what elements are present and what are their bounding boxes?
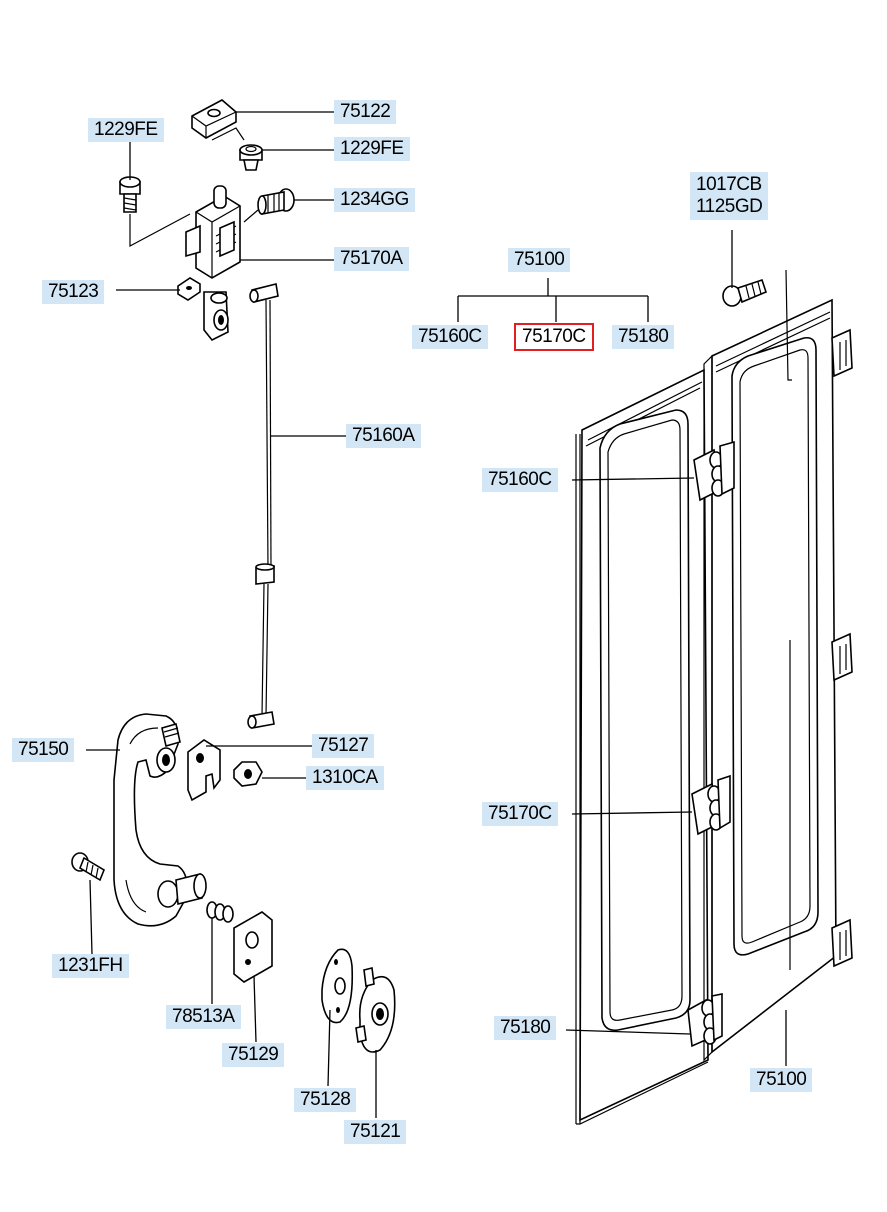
screw-1229FE-left[interactable] [119, 176, 141, 213]
hinge-75180[interactable] [687, 993, 723, 1048]
bracket-75127[interactable] [187, 739, 221, 802]
label-75180[interactable]: 75180 [494, 1016, 557, 1040]
leader-75160C [571, 477, 695, 481]
label-1125GD: 1125GD [696, 196, 763, 217]
dash-line-door [785, 269, 792, 970]
door-left[interactable] [575, 368, 709, 1125]
clip-75123[interactable] [177, 277, 201, 301]
hinge-right-top [831, 328, 853, 378]
leader-1231FH [89, 879, 93, 955]
label-1229FE-left[interactable]: 1229FE [88, 118, 164, 142]
dash-line-1 [211, 127, 245, 141]
hinge-75170C[interactable] [691, 774, 731, 836]
bolt-1017CB[interactable] [722, 278, 767, 307]
clip-75122[interactable] [191, 99, 237, 139]
label-75100-bottom[interactable]: 75100 [750, 1068, 813, 1092]
gasket-75128[interactable] [321, 948, 354, 1024]
door-right[interactable] [703, 298, 837, 1062]
label-75121[interactable]: 75121 [344, 1120, 407, 1144]
label-75150[interactable]: 75150 [12, 738, 75, 762]
hinge-right-mid [831, 632, 853, 682]
label-75160C[interactable]: 75160C [482, 468, 558, 492]
label-75160C-group[interactable]: 75160C [412, 325, 488, 349]
hinge-75160C[interactable] [693, 440, 735, 502]
leader-75170C [571, 811, 693, 815]
base-75121[interactable] [355, 967, 396, 1053]
label-75170A[interactable]: 75170A [334, 247, 409, 271]
label-1234GG[interactable]: 1234GG [334, 188, 415, 212]
rod-75160A[interactable] [247, 283, 279, 729]
lock-75170A[interactable] [185, 185, 241, 342]
label-75127[interactable]: 75127 [312, 734, 375, 758]
label-1017CB-1125GD[interactable]: 1017CB 1125GD [690, 172, 769, 220]
label-1231FH[interactable]: 1231FH [52, 954, 129, 978]
screw-1229FE-upper[interactable] [239, 144, 263, 171]
spring-78513A[interactable] [206, 901, 234, 923]
leader-75180 [565, 1029, 691, 1035]
label-78513A[interactable]: 78513A [166, 1005, 241, 1029]
plate-75129[interactable] [233, 911, 273, 983]
label-1017CB: 1017CB [696, 174, 762, 195]
hinge-right-bottom [831, 918, 853, 968]
label-75122[interactable]: 75122 [334, 100, 397, 124]
leader-75128 [327, 1009, 331, 1087]
label-75170C-group-highlighted[interactable]: 75170C [514, 323, 594, 351]
nut-1310CA[interactable] [233, 761, 263, 787]
label-75100-group[interactable]: 75100 [508, 248, 571, 272]
screw-1231FH[interactable] [71, 852, 105, 882]
label-75160A[interactable]: 75160A [346, 424, 421, 448]
label-1310CA[interactable]: 1310CA [306, 766, 384, 790]
dash-line-3 [243, 209, 259, 223]
screw-1234GG[interactable] [257, 188, 295, 215]
label-1229FE-right[interactable]: 1229FE [334, 137, 410, 161]
label-75128[interactable]: 75128 [294, 1088, 357, 1112]
label-75129[interactable]: 75129 [222, 1043, 285, 1067]
leader-75129 [253, 975, 257, 1043]
handle-75150[interactable] [113, 713, 207, 927]
label-75123[interactable]: 75123 [42, 280, 105, 304]
label-75180-group[interactable]: 75180 [612, 325, 675, 349]
bracket-75100-group [457, 278, 649, 322]
label-75170C[interactable]: 75170C [482, 802, 558, 826]
dash-line-2 [129, 213, 191, 247]
